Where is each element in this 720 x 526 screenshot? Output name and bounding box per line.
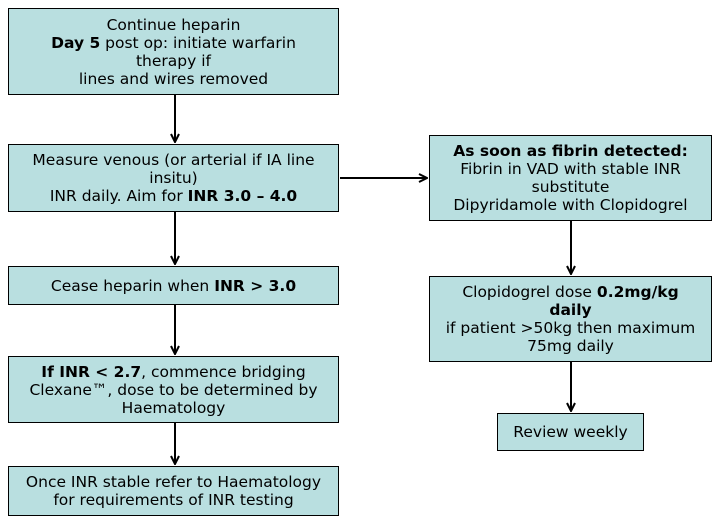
node-text: 75mg daily bbox=[527, 337, 614, 355]
node-text: , commence bridging bbox=[141, 362, 306, 381]
node-text: therapy if bbox=[135, 51, 211, 70]
node-bridging: If INR < 2.7, commence bridging Clexane™… bbox=[8, 356, 339, 423]
node-review-weekly: Review weekly bbox=[497, 413, 644, 451]
node-text-bold: 0.2mg/kg bbox=[596, 283, 679, 301]
node-text-bold: INR > 3.0 bbox=[214, 276, 297, 295]
node-text-bold: Day 5 bbox=[51, 33, 101, 52]
node-text: Haematology bbox=[121, 398, 226, 417]
node-continue-heparin: Continue heparin Day 5 post op: initiate… bbox=[8, 8, 339, 95]
node-text: Review weekly bbox=[513, 423, 628, 441]
node-cease-heparin: Cease heparin when INR > 3.0 bbox=[8, 266, 339, 305]
node-text: INR daily. Aim for bbox=[49, 187, 188, 205]
node-measure-inr: Measure venous (or arterial if IA line i… bbox=[8, 144, 339, 212]
node-text-bold: If INR < 2.7 bbox=[41, 362, 142, 381]
node-text: Once INR stable refer to Haematology bbox=[25, 473, 322, 491]
node-text: substitute bbox=[531, 178, 610, 196]
node-text: if patient >50kg then maximum bbox=[445, 319, 696, 337]
node-text: insitu) bbox=[149, 169, 198, 187]
node-text-bold: daily bbox=[549, 301, 592, 319]
node-text: Continue heparin bbox=[106, 15, 241, 34]
node-clopidogrel-dose: Clopidogrel dose 0.2mg/kg daily if patie… bbox=[429, 276, 712, 362]
node-text: Measure venous (or arterial if IA line bbox=[32, 151, 315, 169]
node-text: Fibrin in VAD with stable INR bbox=[460, 160, 681, 178]
node-text-bold: INR 3.0 – 4.0 bbox=[187, 187, 298, 205]
node-text: lines and wires removed bbox=[78, 69, 269, 88]
node-text: Clexane™, dose to be determined by bbox=[29, 380, 318, 399]
node-text: Clopidogrel dose bbox=[462, 283, 597, 301]
node-text: Cease heparin when bbox=[50, 276, 215, 295]
node-text: post op: initiate warfarin bbox=[100, 33, 296, 52]
node-text: for requirements of INR testing bbox=[53, 491, 294, 509]
node-text-bold: As soon as fibrin detected: bbox=[453, 142, 688, 160]
node-refer-haematology: Once INR stable refer to Haematology for… bbox=[8, 466, 339, 516]
node-fibrin-detected: As soon as fibrin detected: Fibrin in VA… bbox=[429, 135, 712, 221]
node-text: Dipyridamole with Clopidogrel bbox=[453, 196, 688, 214]
